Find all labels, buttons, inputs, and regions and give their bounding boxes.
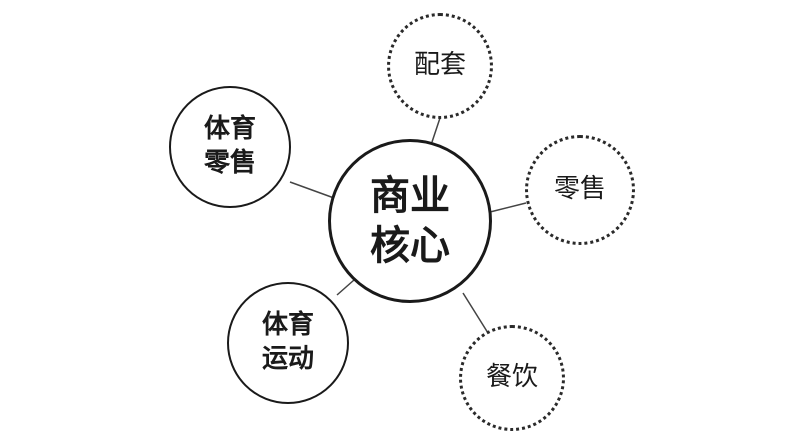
connector-core-sports-activity <box>336 279 355 296</box>
node-sports-retail-label: 体育 零售 <box>203 114 256 178</box>
connector-core-supporting <box>431 117 441 143</box>
connector-core-dining <box>462 292 489 334</box>
node-supporting: 配套 <box>387 13 493 119</box>
node-sports-activity: 体育 运动 <box>227 282 349 404</box>
node-supporting-label: 配套 <box>413 50 466 81</box>
node-dining-label: 餐饮 <box>485 362 538 393</box>
node-dining: 餐饮 <box>459 325 565 431</box>
connector-core-sports-retail <box>289 181 335 199</box>
connector-core-retail <box>489 202 527 213</box>
core-node: 商业 核心 <box>328 139 492 303</box>
node-retail: 零售 <box>525 135 635 245</box>
node-retail-label: 零售 <box>553 174 606 205</box>
node-sports-retail: 体育 零售 <box>169 86 291 208</box>
core-node-label: 商业 核心 <box>370 173 450 269</box>
node-sports-activity-label: 体育 运动 <box>261 310 314 374</box>
